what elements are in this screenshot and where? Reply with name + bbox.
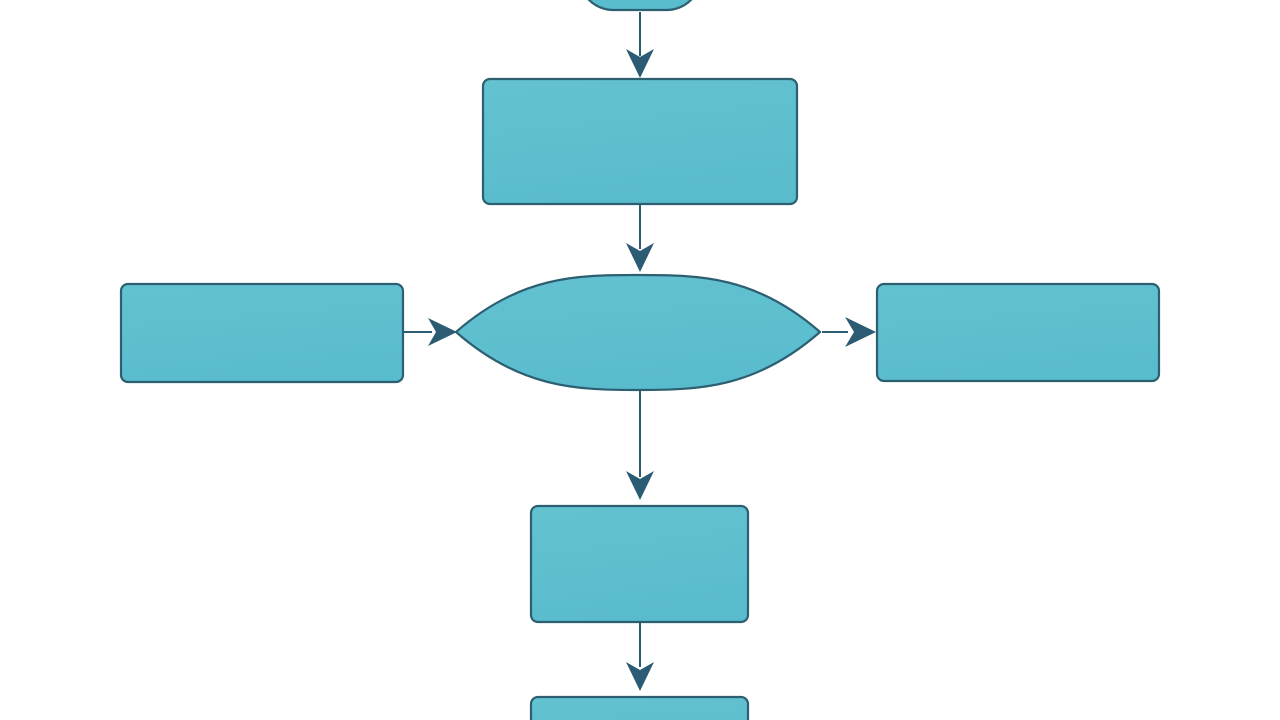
node-n2[interactable] — [481, 77, 799, 206]
node-n6[interactable] — [529, 504, 750, 624]
arrowhead-right-icon — [845, 317, 876, 347]
edge-n4-to-n3 — [404, 318, 457, 346]
node-shape-stadium[interactable] — [578, 0, 702, 12]
edge-n3-to-n6 — [626, 389, 654, 500]
node-n4[interactable] — [119, 282, 405, 384]
arrowhead-right-icon — [428, 318, 457, 346]
edge-n2-to-n3 — [626, 205, 654, 272]
node-shape-lens[interactable] — [454, 273, 822, 392]
arrowhead-down-icon — [626, 662, 654, 691]
node-n5[interactable] — [875, 282, 1161, 383]
arrowhead-down-icon — [626, 49, 654, 78]
arrowhead-down-icon — [626, 471, 654, 500]
edge-n6-to-n7 — [626, 623, 654, 691]
arrowhead-down-icon — [626, 243, 654, 272]
node-n7[interactable] — [529, 695, 750, 720]
node-shape-rectangle[interactable] — [119, 282, 405, 384]
node-shape-rectangle[interactable] — [529, 695, 750, 720]
node-n3-decision[interactable] — [454, 273, 822, 392]
node-n1[interactable] — [578, 0, 702, 12]
edge-n3-to-n5 — [822, 317, 876, 347]
node-shape-rectangle[interactable] — [875, 282, 1161, 383]
node-shape-rectangle[interactable] — [529, 504, 750, 624]
edge-n1-to-n2 — [626, 12, 654, 78]
node-shape-rectangle[interactable] — [481, 77, 799, 206]
